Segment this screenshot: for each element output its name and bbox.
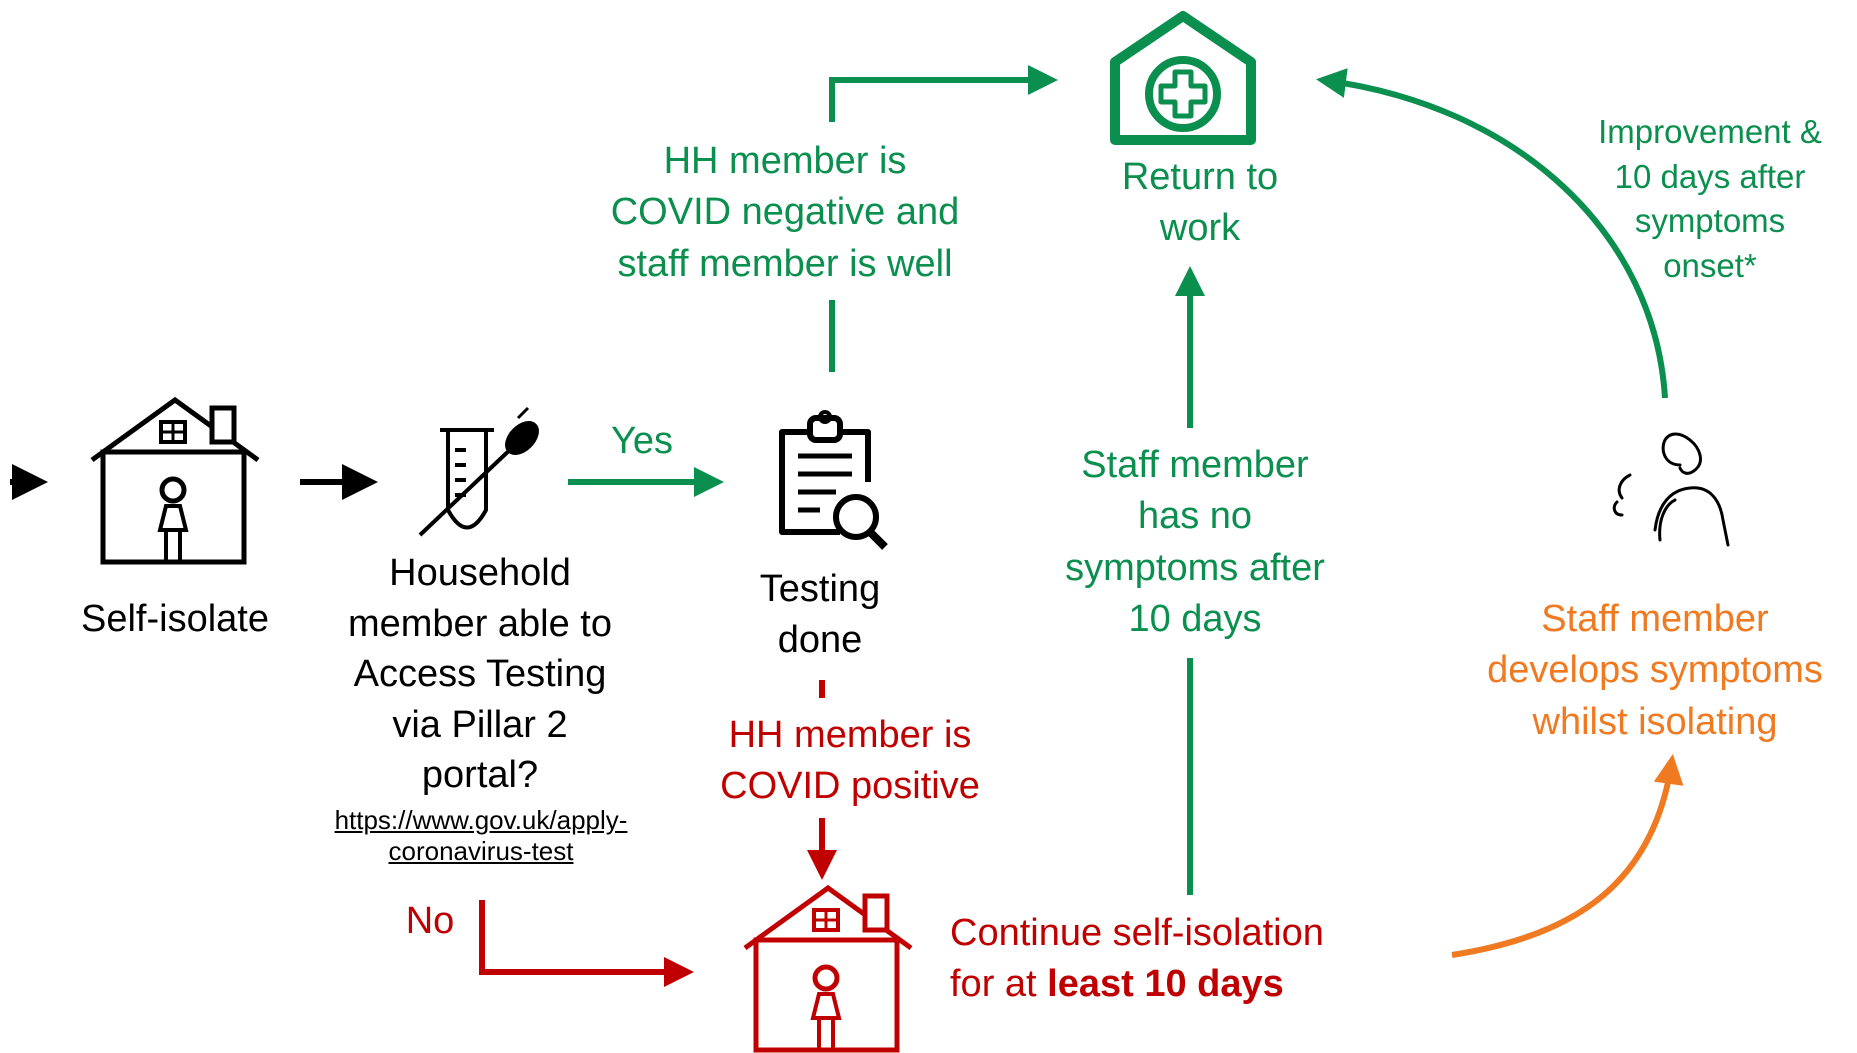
hh-negative-line: staff member is well xyxy=(617,242,953,285)
self-isolate-label: Self-isolate xyxy=(81,598,269,640)
test-tube-swab-icon xyxy=(418,406,539,537)
testing-done-label: Testing done xyxy=(720,564,920,667)
improvement-label: Improvement & 10 days after symptoms ons… xyxy=(1570,110,1850,288)
household-testing-line: portal? xyxy=(421,754,539,797)
testing-done-line: Testing xyxy=(759,568,881,610)
yes-label: Yes xyxy=(611,420,673,462)
clipboard-magnifier-icon xyxy=(779,410,888,550)
develops-symptoms-line: whilst isolating xyxy=(1532,700,1778,743)
house-person-icon xyxy=(90,396,260,565)
continue-isolation-line2: for at least 10 days xyxy=(950,959,1420,1010)
hh-negative-label: HH member is COVID negative and staff me… xyxy=(570,136,1000,290)
testing-done-line: done xyxy=(777,619,863,662)
gov-testing-link-line[interactable]: coronavirus-test xyxy=(388,836,574,867)
improvement-line: Improvement & xyxy=(1598,113,1822,150)
no-label: No xyxy=(405,900,455,942)
no-symptoms-line: 10 days xyxy=(1128,597,1262,640)
hh-negative-line: HH member is xyxy=(663,140,907,182)
household-testing-line: Access Testing xyxy=(353,653,607,696)
negative-path-upper xyxy=(829,65,1058,122)
improvement-curve-arrow xyxy=(1316,68,1668,399)
continue-isolation-prefix: for at xyxy=(950,963,1048,1006)
no-symptoms-line: has no xyxy=(1137,495,1253,538)
household-testing-line: Household xyxy=(389,552,571,594)
continue-isolation-label: Continue self-isolation for at least 10 … xyxy=(950,908,1420,1011)
hh-negative-line: COVID negative and xyxy=(610,191,960,234)
symptoms-curve-arrow xyxy=(1451,754,1684,958)
return-to-work-line: work xyxy=(1159,207,1241,250)
household-testing-question: Household member able to Access Testing … xyxy=(325,548,635,801)
no-symptoms-line: Staff member xyxy=(1081,444,1309,486)
medical-house-icon xyxy=(1110,11,1256,145)
household-testing-line: member able to xyxy=(347,602,612,645)
continue-isolation-duration: least 10 days xyxy=(1047,963,1284,1006)
hh-positive-label: HH member is COVID positive xyxy=(690,710,1010,813)
hh-positive-line: HH member is xyxy=(728,714,972,756)
house-person-icon-red xyxy=(743,884,913,1053)
no-path xyxy=(479,900,694,987)
return-to-work-label: Return to work xyxy=(1075,152,1325,255)
improvement-line: onset* xyxy=(1663,246,1757,284)
no-symptoms-label: Staff member has no symptoms after 10 da… xyxy=(1045,440,1345,645)
improvement-line: 10 days after xyxy=(1614,157,1806,195)
household-testing-line: via Pillar 2 xyxy=(392,703,568,746)
return-to-work-line: Return to xyxy=(1121,156,1279,198)
hh-positive-line: COVID positive xyxy=(720,765,980,808)
gov-testing-link[interactable]: https://www.gov.uk/apply- coronavirus-te… xyxy=(318,805,644,867)
person-coughing-icon xyxy=(1612,432,1730,547)
develops-symptoms-line: Staff member xyxy=(1541,598,1769,640)
continue-isolation-line1: Continue self-isolation xyxy=(950,912,1324,954)
gov-testing-link-line[interactable]: https://www.gov.uk/apply- xyxy=(334,805,628,835)
no-symptoms-line: symptoms after xyxy=(1065,546,1325,589)
improvement-line: symptoms xyxy=(1634,202,1786,240)
develops-symptoms-line: develops symptoms xyxy=(1487,649,1823,692)
develops-symptoms-label: Staff member develops symptoms whilst is… xyxy=(1455,594,1855,748)
